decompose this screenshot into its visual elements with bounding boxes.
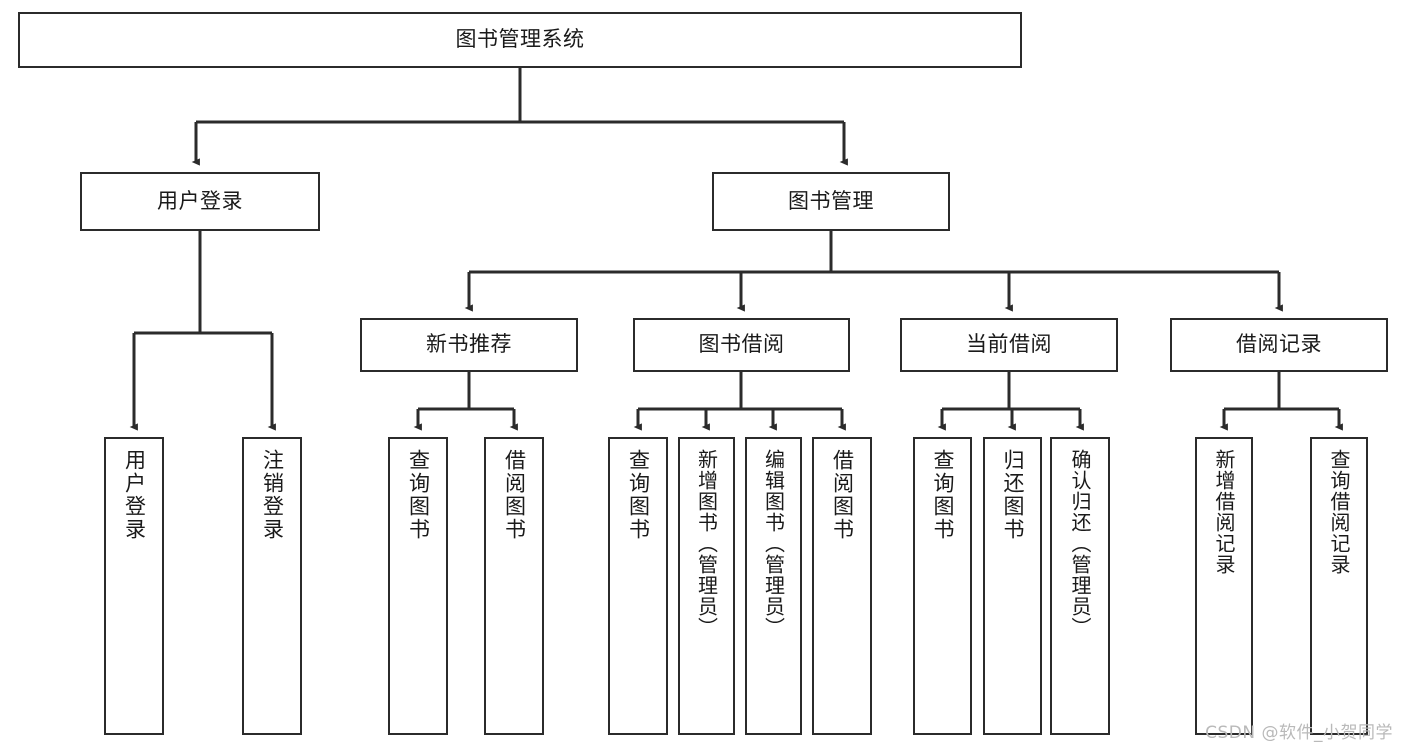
node-book-borrow-label: 图书借阅 <box>698 332 785 357</box>
node-leaf-query-book-recommend-label: 查询图书 <box>406 449 431 541</box>
node-leaf-confirm-return-admin[interactable]: 确认归还（管理员） <box>1050 437 1110 735</box>
node-leaf-add-borrow-record-label: 新增借阅记录 <box>1212 449 1236 575</box>
node-leaf-query-borrow-record-label: 查询借阅记录 <box>1327 449 1351 575</box>
node-leaf-add-book-admin[interactable]: 新增图书（管理员） <box>678 437 735 735</box>
node-leaf-query-book-recommend[interactable]: 查询图书 <box>388 437 448 735</box>
node-book-manage-label: 图书管理 <box>788 188 874 213</box>
node-leaf-query-book-current[interactable]: 查询图书 <box>913 437 972 735</box>
node-leaf-logout[interactable]: 注销登录 <box>242 437 302 735</box>
node-user-login[interactable]: 用户登录 <box>80 172 320 231</box>
node-new-book-recommend[interactable]: 新书推荐 <box>360 318 578 372</box>
node-leaf-edit-book-admin-label: 编辑图书（管理员） <box>761 449 786 638</box>
node-leaf-return-book-label: 归还图书 <box>1001 449 1025 541</box>
node-root[interactable]: 图书管理系统 <box>18 12 1022 68</box>
node-leaf-confirm-return-admin-label: 确认归还（管理员） <box>1068 449 1092 638</box>
node-leaf-borrow-book-label: 借阅图书 <box>830 449 855 541</box>
node-leaf-borrow-book-recommend-label: 借阅图书 <box>502 449 527 541</box>
node-leaf-query-borrow-record[interactable]: 查询借阅记录 <box>1310 437 1368 735</box>
node-book-borrow[interactable]: 图书借阅 <box>633 318 850 372</box>
node-leaf-logout-label: 注销登录 <box>260 449 285 541</box>
node-leaf-user-login[interactable]: 用户登录 <box>104 437 164 735</box>
node-borrow-record-label: 借阅记录 <box>1236 332 1322 357</box>
node-root-label: 图书管理系统 <box>455 27 585 52</box>
node-user-login-label: 用户登录 <box>157 188 243 213</box>
watermark: CSDN @软件_小贺同学 <box>1205 723 1393 743</box>
node-leaf-add-book-admin-label: 新增图书（管理员） <box>694 449 719 638</box>
node-leaf-user-login-label: 用户登录 <box>122 449 147 541</box>
node-leaf-borrow-book-recommend[interactable]: 借阅图书 <box>484 437 544 735</box>
node-leaf-query-book-borrow[interactable]: 查询图书 <box>608 437 668 735</box>
node-leaf-add-borrow-record[interactable]: 新增借阅记录 <box>1195 437 1253 735</box>
node-book-manage[interactable]: 图书管理 <box>712 172 950 231</box>
node-new-book-recommend-label: 新书推荐 <box>426 332 512 357</box>
node-leaf-query-book-borrow-label: 查询图书 <box>626 449 651 541</box>
node-leaf-return-book[interactable]: 归还图书 <box>983 437 1042 735</box>
node-borrow-record[interactable]: 借阅记录 <box>1170 318 1388 372</box>
node-current-borrow-label: 当前借阅 <box>966 332 1052 357</box>
node-leaf-query-book-current-label: 查询图书 <box>931 449 955 541</box>
node-leaf-borrow-book[interactable]: 借阅图书 <box>812 437 872 735</box>
node-current-borrow[interactable]: 当前借阅 <box>900 318 1118 372</box>
node-leaf-edit-book-admin[interactable]: 编辑图书（管理员） <box>745 437 802 735</box>
